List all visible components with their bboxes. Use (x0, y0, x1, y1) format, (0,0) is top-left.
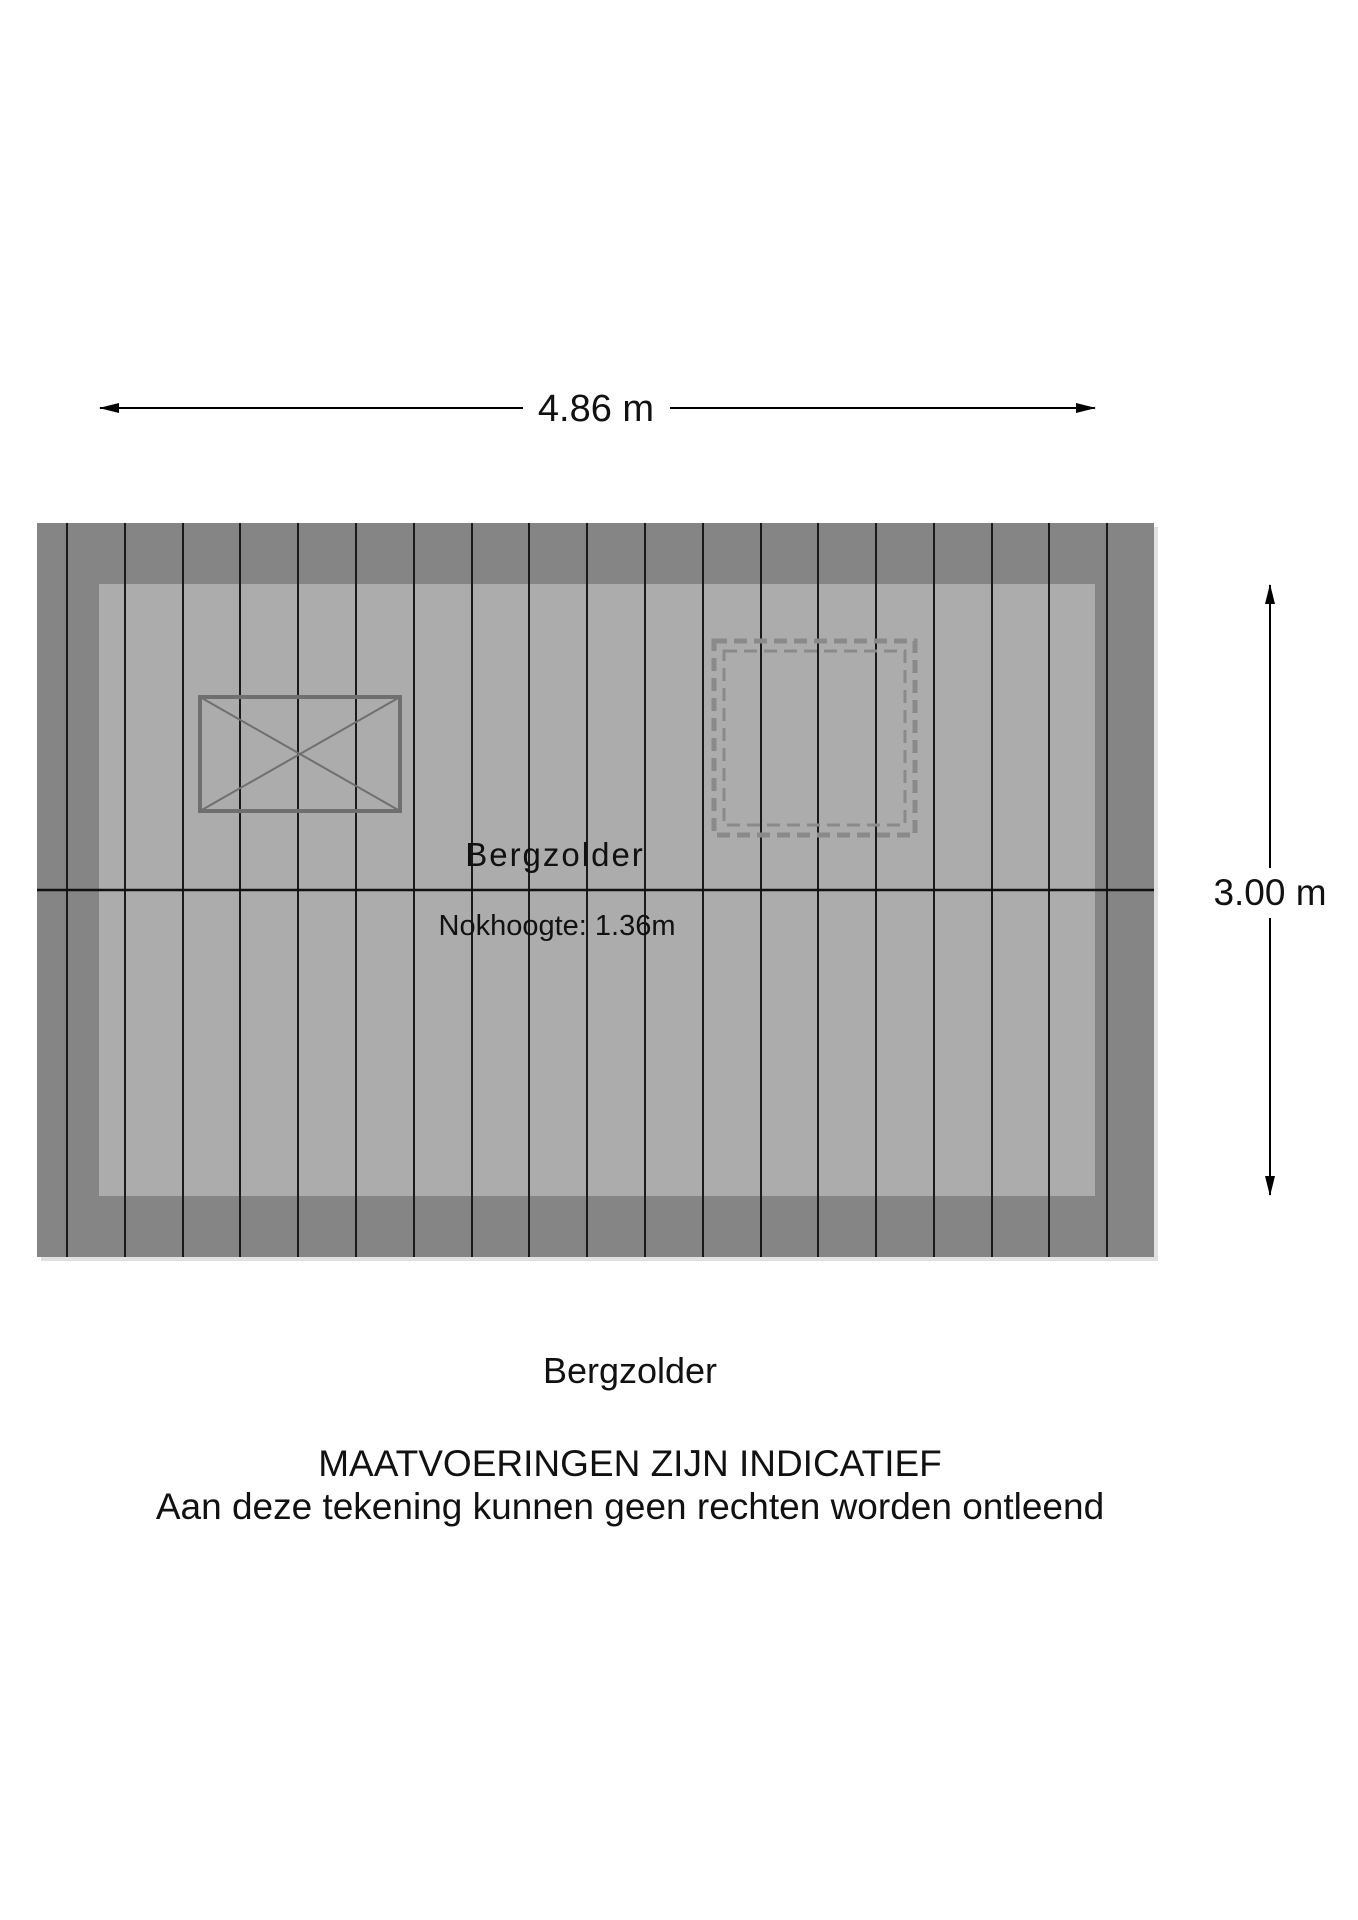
hatch-outline-inner (722, 649, 907, 827)
skylight-cross-line (199, 696, 401, 812)
ridge-height-label: Nokhoogte: 1.36m (439, 910, 676, 942)
attic-room: Bergzolder Nokhoogte: 1.36m (37, 523, 1158, 1261)
disclaimer-text: Aan deze tekening kunnen geen rechten wo… (155, 1486, 1105, 1527)
width-dimension-label: 4.86 m (538, 388, 654, 430)
skylight-frame (198, 695, 402, 813)
room-name-label: Bergzolder (465, 836, 645, 873)
depth-dimension-label: 3.00 m (1213, 872, 1326, 913)
disclaimer-title: MAATVOERINGEN ZIJN INDICATIEF (318, 1443, 942, 1484)
skylight-symbol (198, 695, 402, 813)
hatch-outline-outer (711, 638, 918, 838)
floor-name-caption: Bergzolder (542, 1350, 718, 1391)
depth-dimension: 3.00 m (1213, 584, 1327, 1196)
width-dimension: 4.86 m (99, 388, 1096, 430)
hatch-outline-dashed (711, 638, 918, 838)
